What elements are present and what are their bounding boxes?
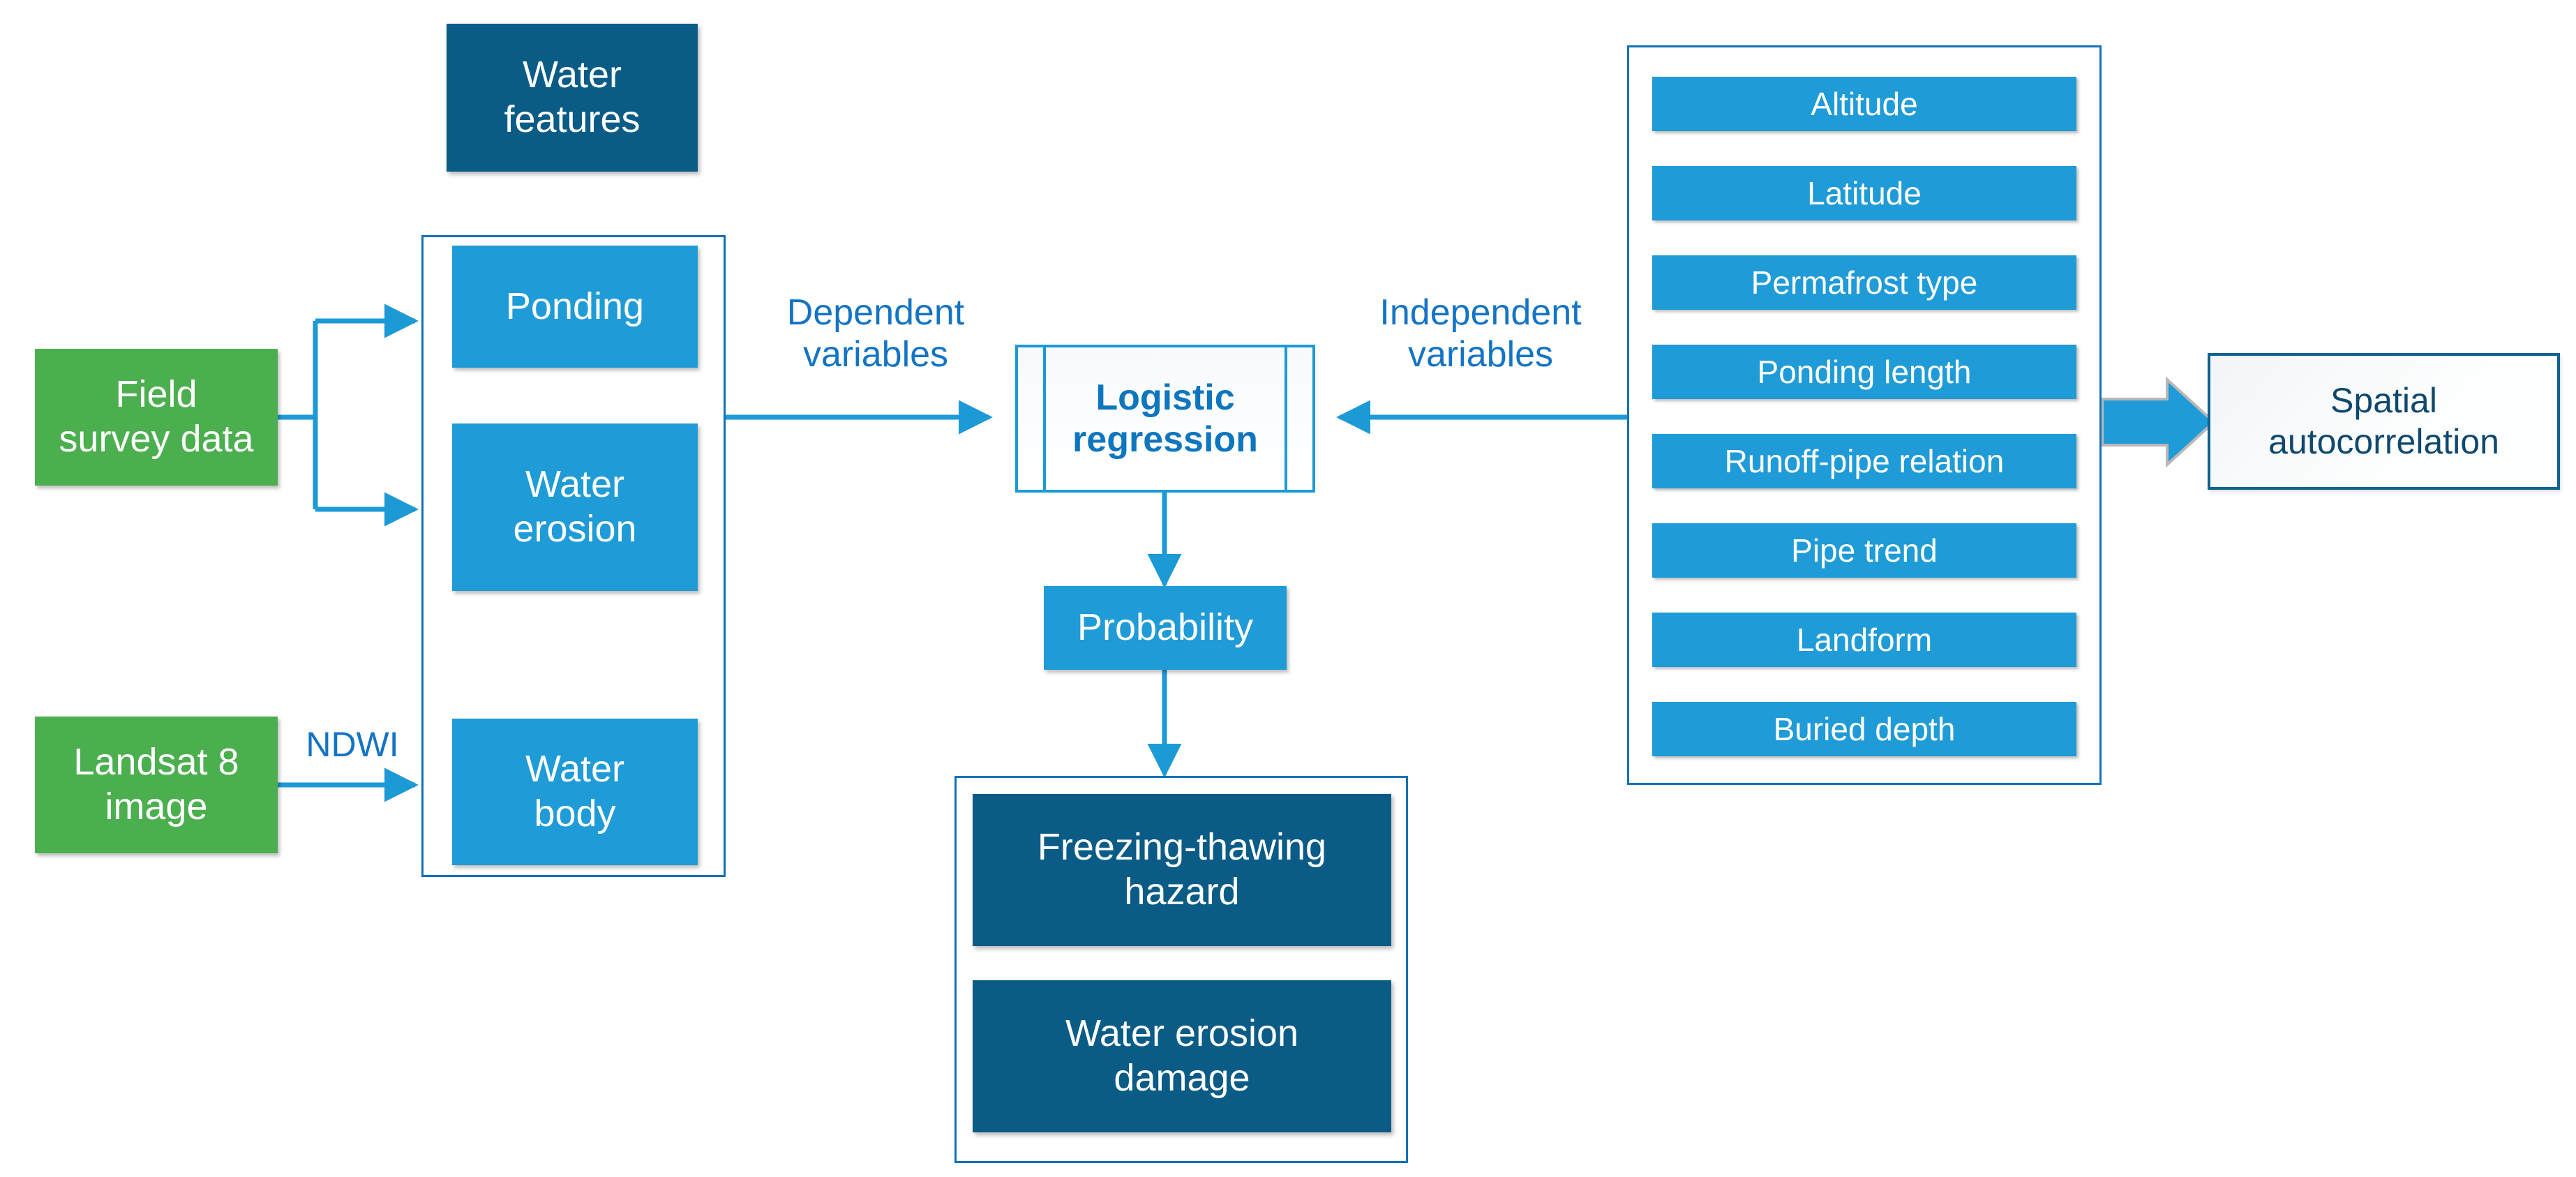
node-water-body[interactable]: Water body (452, 719, 698, 865)
node-freezing-thawing-hazard[interactable]: Freezing-thawing hazard (973, 794, 1391, 946)
node-indep-altitude[interactable]: Altitude (1652, 77, 2076, 131)
node-probability[interactable]: Probability (1044, 586, 1287, 670)
node-spatial-autocorrelation[interactable]: Spatial autocorrelation (2208, 353, 2560, 490)
node-water-features[interactable]: Water features (447, 24, 698, 172)
node-indep-runoff-pipe-relation[interactable]: Runoff-pipe relation (1652, 434, 2076, 488)
edge-label-ndwi: NDWI (306, 725, 399, 764)
node-indep-permafrost-type[interactable]: Permafrost type (1652, 255, 2076, 310)
node-indep-buried-depth[interactable]: Buried depth (1652, 702, 2076, 756)
node-ponding[interactable]: Ponding (452, 246, 698, 368)
node-indep-ponding-length[interactable]: Ponding length (1652, 345, 2076, 399)
node-landsat-image[interactable]: Landsat 8 image (35, 717, 278, 853)
edge-field-to-dependents (278, 303, 419, 527)
edge-label-independent-variables: Independent variables (1379, 292, 1582, 375)
independent-variables-container (1627, 45, 2102, 785)
proc-bar-right (1285, 347, 1287, 490)
node-water-erosion-damage[interactable]: Water erosion damage (973, 980, 1391, 1132)
proc-bar-left (1043, 347, 1046, 490)
node-indep-landform[interactable]: Landform (1652, 613, 2076, 667)
node-indep-pipe-trend[interactable]: Pipe trend (1652, 523, 2076, 578)
node-logistic-regression[interactable]: Logistic regression (1015, 345, 1315, 493)
edge-label-dependent-variables: Dependent variables (786, 292, 965, 375)
block-arrow-to-spatial (2101, 376, 2216, 468)
node-indep-latitude[interactable]: Latitude (1652, 166, 2076, 220)
node-water-erosion[interactable]: Water erosion (452, 423, 698, 591)
node-field-survey-data[interactable]: Field survey data (35, 349, 278, 486)
logistic-regression-label: Logistic regression (1072, 377, 1258, 460)
